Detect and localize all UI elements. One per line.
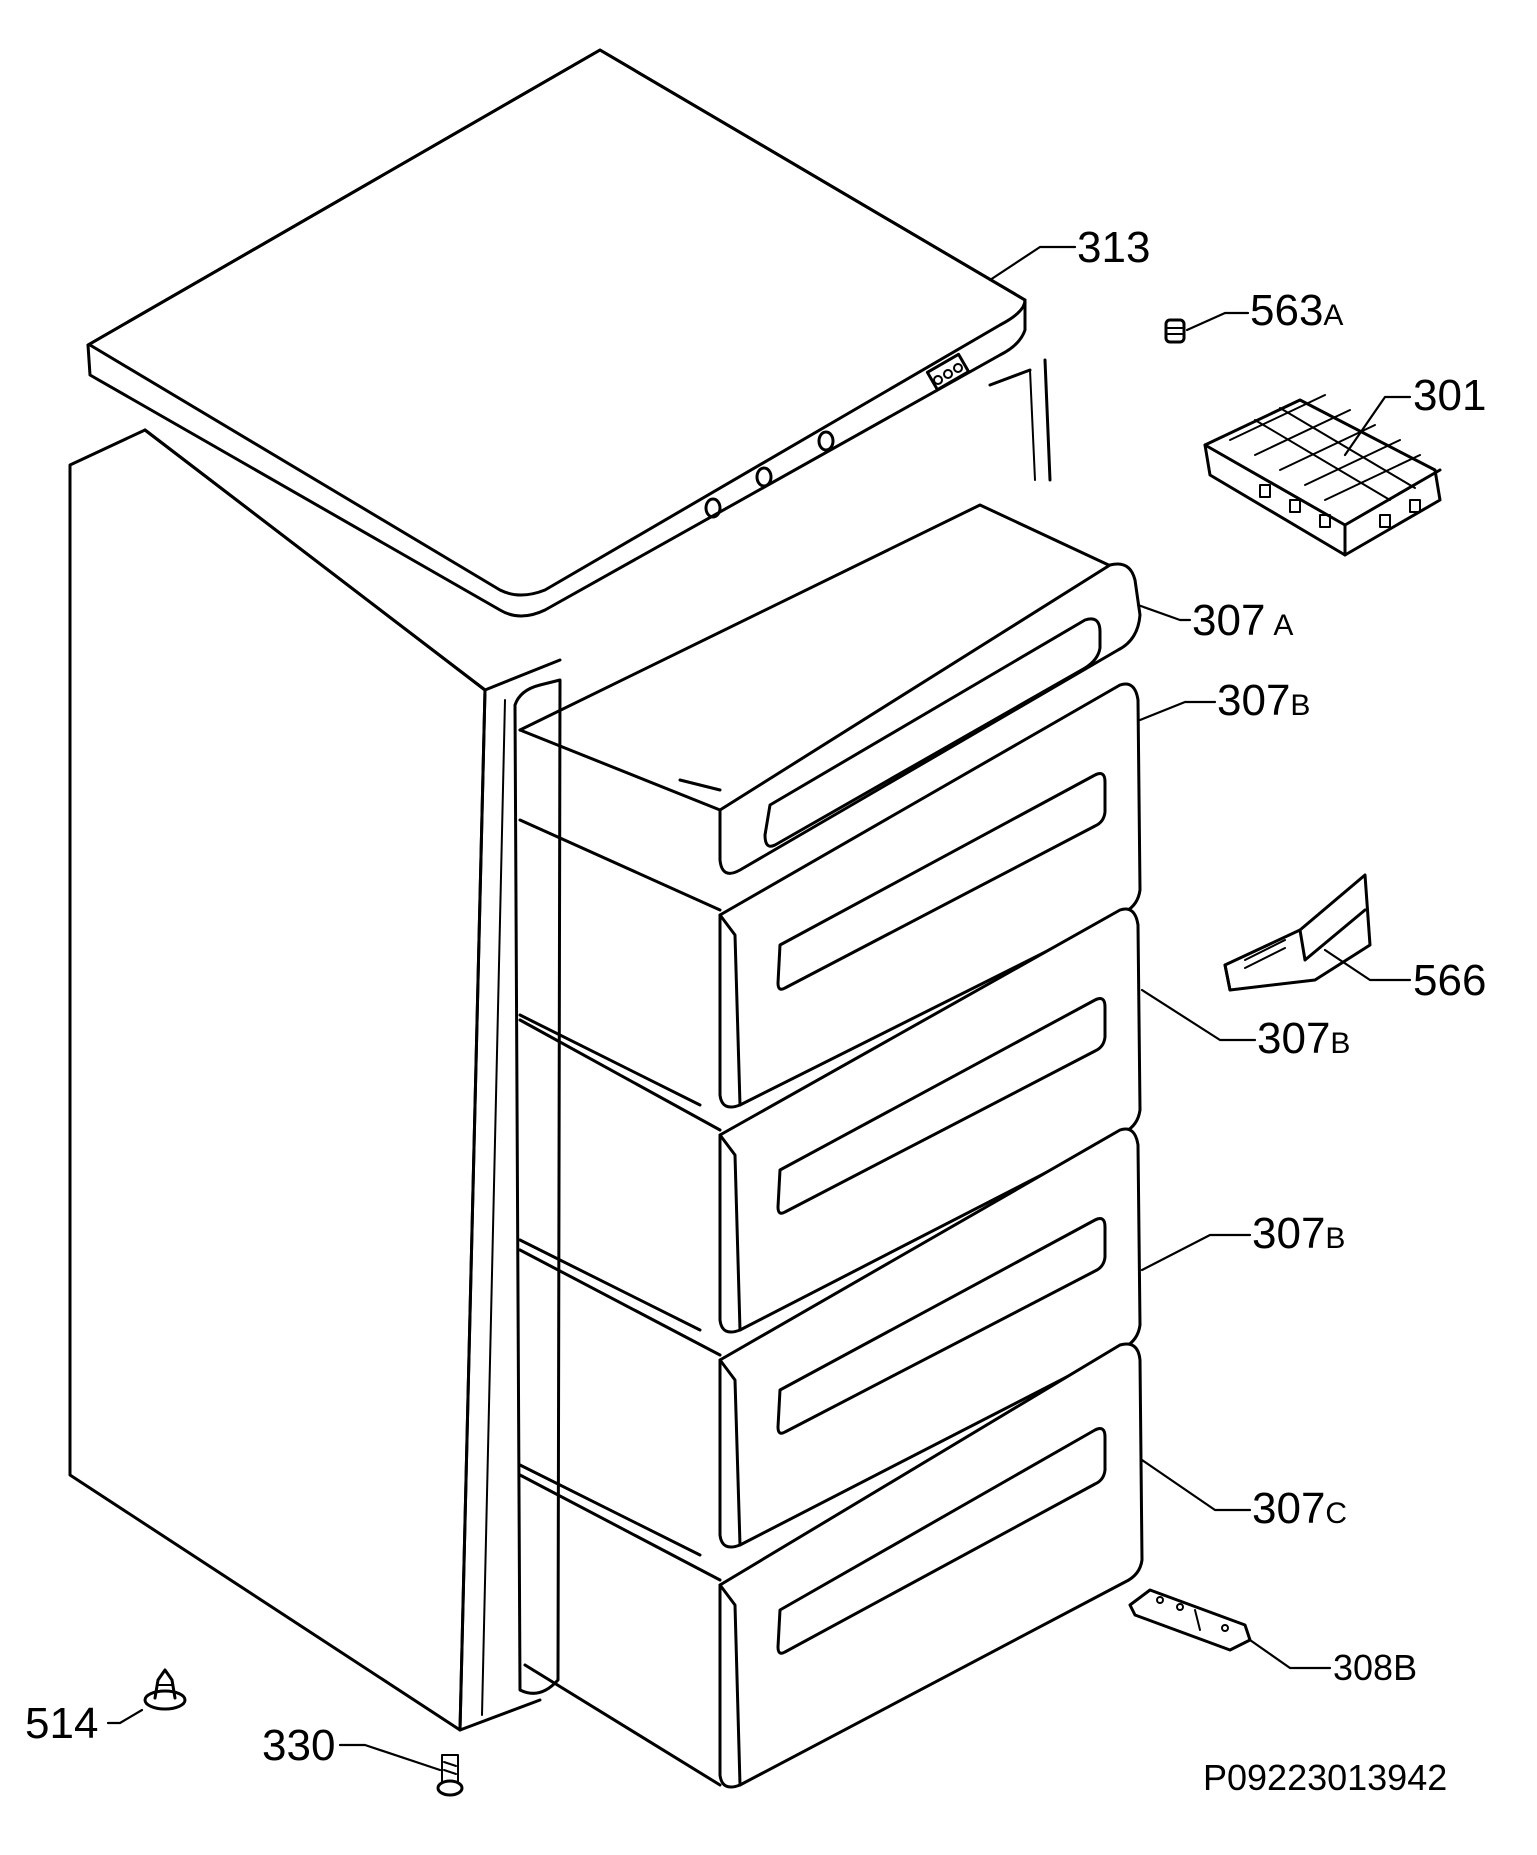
label-307b-2: 307B (1257, 1014, 1350, 1063)
drawer-307c (518, 1342, 1144, 1789)
worktop-313 (86, 48, 1027, 618)
label-563a: 563A (1250, 286, 1343, 335)
ice-scraper-566 (1223, 873, 1372, 992)
label-308b: 308B (1333, 1647, 1417, 1688)
ice-tray-301 (1203, 394, 1442, 557)
label-307c: 307C (1252, 1484, 1347, 1533)
drawer-307b-2 (518, 907, 1142, 1334)
drawer-307b-3 (518, 1127, 1142, 1557)
diagram-code: P09223013942 (1203, 1757, 1447, 1798)
leader-lines (106, 245, 1412, 1772)
label-566: 566 (1413, 956, 1486, 1005)
label-301: 301 (1413, 371, 1486, 420)
foot-514 (143, 1668, 187, 1711)
label-514: 514 (25, 1699, 98, 1748)
hinge-plate-308b (1128, 1588, 1252, 1652)
drawer-307a (518, 503, 1142, 875)
cabinet-body (68, 358, 1052, 1732)
label-307b-3: 307B (1252, 1209, 1345, 1258)
label-330: 330 (262, 1721, 335, 1770)
screw-330 (436, 1754, 464, 1797)
drawer-307b-1 (518, 682, 1142, 1109)
label-307b-1: 307B (1217, 676, 1310, 725)
plug-563a (1164, 318, 1186, 344)
label-313: 313 (1077, 223, 1150, 272)
